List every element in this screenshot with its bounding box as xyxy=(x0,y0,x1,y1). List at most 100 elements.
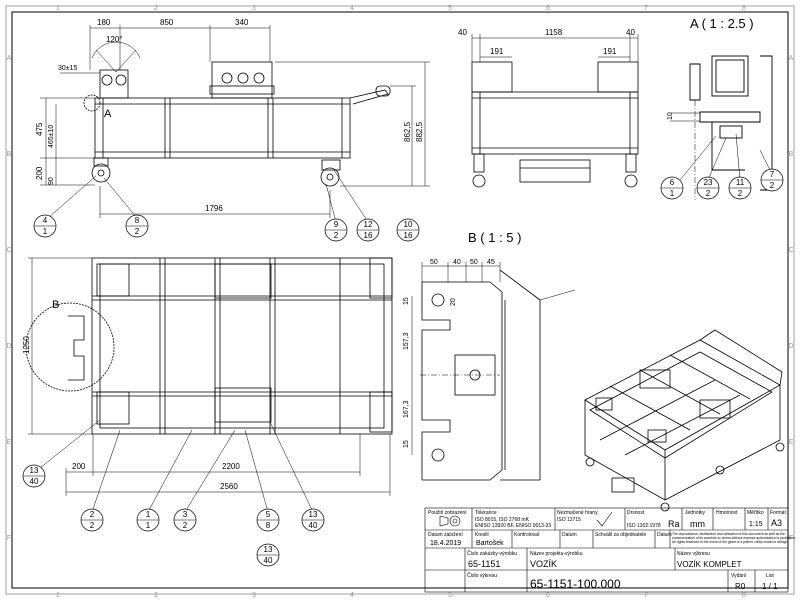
balloon-item-number: 10 xyxy=(404,220,413,229)
balloon-item-number: 5 xyxy=(266,510,271,519)
side-bottom-box xyxy=(519,159,591,183)
tb-format-value: A3 xyxy=(771,518,782,528)
detail-b-plate xyxy=(422,281,503,481)
top-handle-lower xyxy=(369,391,393,433)
top-fixture-tl xyxy=(96,263,130,297)
part-balloon: 61 xyxy=(660,176,684,200)
border-number: 3 xyxy=(252,592,256,599)
tb-rev-value: R0 xyxy=(735,582,746,591)
border-number: 1 xyxy=(56,592,60,599)
border-letter: A xyxy=(7,55,12,62)
tb-created-label: Datum založení xyxy=(428,532,463,538)
tb-tolerance-label: Tolerance xyxy=(475,510,497,516)
tb-scale-value: 1:15 xyxy=(749,521,763,528)
balloon-item-number: 9 xyxy=(334,220,339,229)
detail-b-dim-text: 50 40 50 45 20 157,3 167,3 15 15 xyxy=(403,259,495,448)
dim-b-167: 167,3 xyxy=(403,400,410,418)
front-fixture-right xyxy=(211,61,273,99)
top-handle-upper xyxy=(369,257,393,299)
iso-top-frame xyxy=(584,339,781,451)
balloon-item-number: 8 xyxy=(135,216,140,225)
part-balloon: 41 xyxy=(33,214,57,238)
balloon-quantity: 2 xyxy=(183,521,188,530)
balloon-item-number: 23 xyxy=(704,178,713,187)
sheet-inner-border xyxy=(11,11,789,589)
border-letter: B xyxy=(789,151,794,158)
border-letter: E xyxy=(7,439,12,446)
border-letter: D xyxy=(788,343,793,350)
border-number: 5 xyxy=(448,592,452,599)
part-balloon: 232 xyxy=(696,176,720,200)
dim-b-15b: 15 xyxy=(403,440,410,448)
tb-scale-label: Měřítko xyxy=(747,510,764,516)
balloon-quantity: 16 xyxy=(364,231,373,240)
border-letter: F xyxy=(7,535,11,542)
border-letter: F xyxy=(789,535,793,542)
detail-a-tube xyxy=(711,55,749,97)
tb-sheet-value: 1 / 1 xyxy=(762,582,778,591)
front-castor-right xyxy=(320,167,340,187)
dim-1796: 1796 xyxy=(205,204,223,213)
tb-order-value: 65-1151 xyxy=(468,559,500,569)
title-block xyxy=(424,507,789,593)
tb-roughness-std: ISO 1302:1978 xyxy=(627,523,661,529)
balloon-quantity: 16 xyxy=(404,231,413,240)
dim-200-front: 200 xyxy=(35,166,44,180)
border-number: 8 xyxy=(742,5,746,12)
iso-bottom-box xyxy=(611,477,635,493)
tb-drawn-value: Bartošek xyxy=(476,540,504,547)
detail-b-marker-label: B xyxy=(52,299,59,311)
detail-a-view xyxy=(670,55,773,200)
dim-b-50b: 50 xyxy=(470,259,478,266)
balloon-item-number: 7 xyxy=(770,170,775,179)
leader-lines xyxy=(39,133,771,513)
balloon-quantity: 1 xyxy=(43,227,48,236)
tb-projection-label: Použití zobrazení xyxy=(428,510,467,516)
tb-roughness-value: Ra xyxy=(668,519,680,529)
dim-862: 862,5 xyxy=(403,121,412,142)
dim-angle: 120° xyxy=(106,35,123,44)
dim-2200: 2200 xyxy=(222,462,240,471)
balloon-quantity: 40 xyxy=(309,521,318,530)
border-letter: E xyxy=(789,439,794,446)
balloon-quantity: 40 xyxy=(264,556,273,565)
border-number: 6 xyxy=(546,592,550,599)
balloon-item-number: 13 xyxy=(30,466,39,475)
top-view-dim-text: 1250 200 2200 2560 B xyxy=(22,299,240,491)
part-balloon: 11 xyxy=(136,508,160,532)
tb-tolerance-line2: ENISO 13920 BF, ENISO 9013-33 xyxy=(475,523,551,529)
part-balloon: 58 xyxy=(256,508,280,532)
dim-191-right: 191 xyxy=(603,47,617,56)
dim-465: 465±10 xyxy=(48,125,55,148)
detail-a-marker-label: A xyxy=(104,108,112,120)
border-number: 4 xyxy=(350,5,354,12)
side-fixture-left xyxy=(471,61,513,93)
balloon-quantity: 2 xyxy=(706,189,711,198)
dim-340: 340 xyxy=(235,18,249,27)
tb-roughness-label: Drsnost xyxy=(627,510,645,516)
balloon-quantity: 40 xyxy=(30,477,39,486)
balloon-quantity: 2 xyxy=(90,521,95,530)
balloon-item-number: 2 xyxy=(90,510,95,519)
part-balloon: 32 xyxy=(173,508,197,532)
tb-unit-label: Jednotky xyxy=(685,510,706,516)
front-frame xyxy=(94,97,351,159)
dim-180: 180 xyxy=(97,18,111,27)
border-number: 3 xyxy=(252,5,256,12)
balloon-quantity: 8 xyxy=(266,521,271,530)
side-view-dim-text: 40 1158 40 191 191 xyxy=(458,28,635,56)
top-view-dimensions xyxy=(28,257,391,496)
tb-project-value: VOZÍK xyxy=(530,559,557,569)
tb-format-label: Formát xyxy=(770,510,786,516)
tb-drawing-label: Číslo výkresu xyxy=(467,572,497,579)
tb-notice-line1: The reproduction, distribution and utili… xyxy=(672,532,785,536)
side-view-dimensions xyxy=(471,34,639,62)
tb-approved-label: Schválil za objednatele xyxy=(595,532,646,538)
top-fixture-tr xyxy=(214,263,272,299)
border-number: 2 xyxy=(154,592,158,599)
dim-191-left: 191 xyxy=(490,47,504,56)
